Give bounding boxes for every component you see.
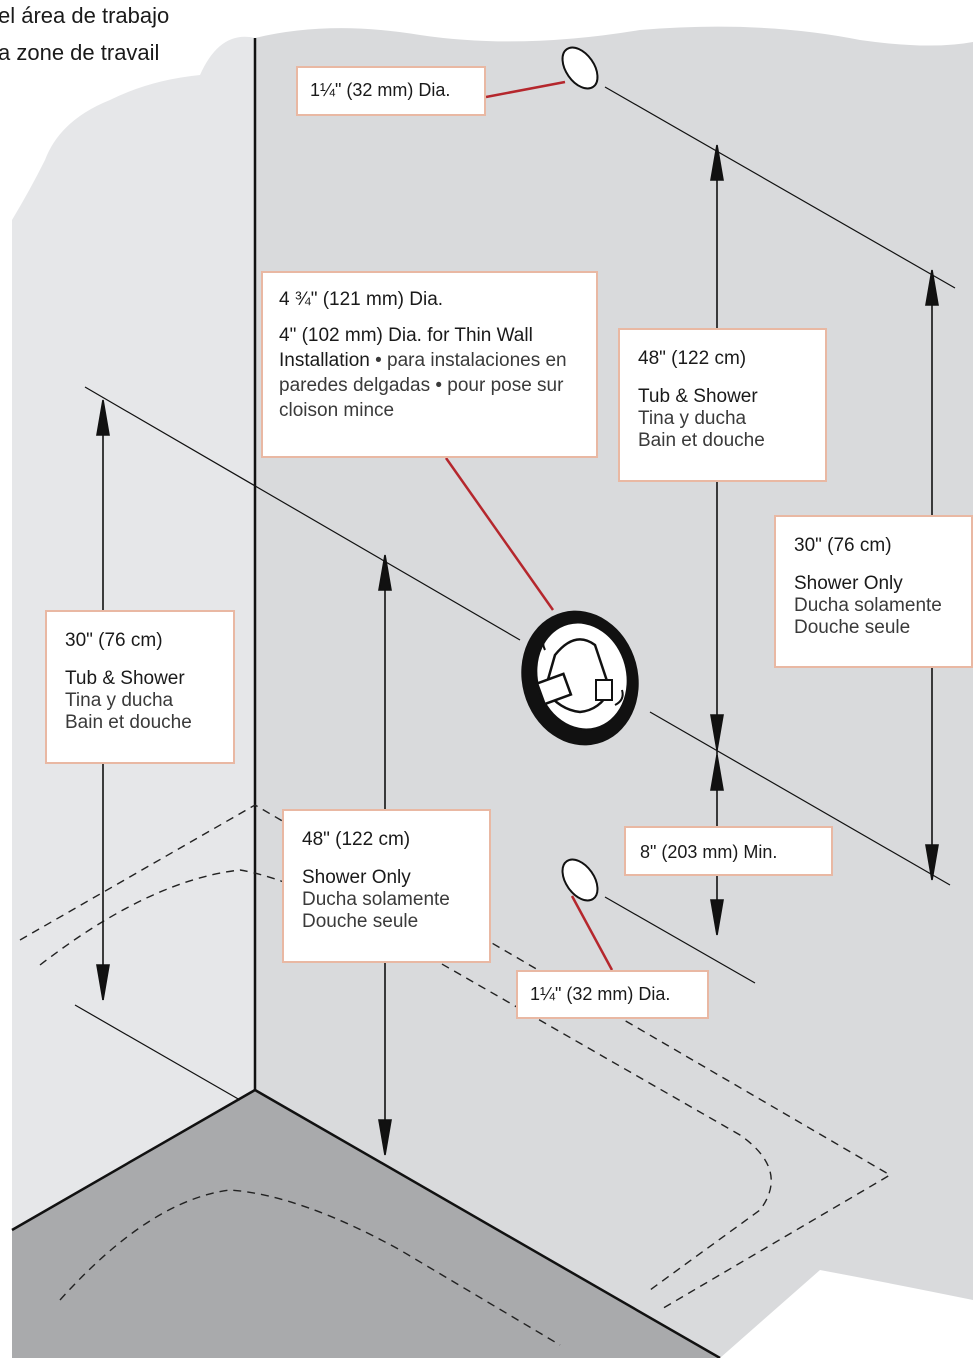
leader-lines <box>444 80 614 971</box>
top-pipe-callout: 1¼" (32 mm) Dia. <box>296 66 486 116</box>
valve-body <box>521 610 639 746</box>
shower-only-30-callout: 30" (76 cm) Shower Only Ducha solamente … <box>774 515 973 668</box>
shower-only-en: Shower Only <box>794 573 903 594</box>
tub-shower-30-callout: 30" (76 cm) Tub & Shower Tina y ducha Ba… <box>45 610 235 764</box>
shower-only-es: Ducha solamente <box>794 595 942 616</box>
tub-shower-en: Tub & Shower <box>638 386 758 407</box>
valve-diameter-label: 4 ¾" (121 mm) Dia. <box>279 289 444 310</box>
floor-edge-right <box>254 1088 721 1358</box>
shower-only-fr: Douche seule <box>794 617 911 638</box>
min-8-callout: 8" (203 mm) Min. <box>624 826 833 876</box>
dimension-48-mid-label: 48" (122 cm) <box>302 829 411 850</box>
reference-lines <box>74 86 956 1101</box>
dimension-30-left-label: 30" (76 cm) <box>65 630 163 651</box>
thin-wall-note: 4" (102 mm) Dia. for Thin Wall Installat… <box>279 323 584 423</box>
bottom-pipe-opening <box>561 858 599 902</box>
tub-shower-left-fr: Bain et douche <box>65 712 192 733</box>
shower-only-48-callout: 48" (122 cm) Shower Only Ducha solamente… <box>282 809 491 963</box>
top-pipe-label: 1¼" (32 mm) Dia. <box>310 80 451 100</box>
dimension-48-label: 48" (122 cm) <box>638 348 747 369</box>
bottom-pipe-label: 1¼" (32 mm) Dia. <box>530 984 671 1004</box>
tub-shower-fr: Bain et douche <box>638 430 765 451</box>
heading-french: a zone de travail <box>0 40 160 65</box>
floor-edge-left <box>11 1088 256 1232</box>
bottom-pipe-callout: 1¼" (32 mm) Dia. <box>516 970 709 1019</box>
tub-shower-48-callout: 48" (122 cm) Tub & Shower Tina y ducha B… <box>618 328 827 482</box>
floor <box>12 1090 720 1358</box>
thin-wall-translation: • para instalaciones en paredes delgadas… <box>279 350 567 421</box>
tub-outline-dashed <box>19 804 892 1346</box>
shower-only-mid-es: Ducha solamente <box>302 889 450 910</box>
tub-shower-es: Tina y ducha <box>638 408 747 429</box>
valve-callout: 4 ¾" (121 mm) Dia. 4" (102 mm) Dia. for … <box>261 271 598 458</box>
heading-spanish: el área de trabajo <box>0 3 170 28</box>
tub-shower-left-en: Tub & Shower <box>65 668 185 689</box>
shower-only-mid-fr: Douche seule <box>302 911 419 932</box>
dimension-30-label: 30" (76 cm) <box>794 535 892 556</box>
min-8-label: 8" (203 mm) Min. <box>640 842 778 862</box>
tub-shower-left-es: Tina y ducha <box>65 690 174 711</box>
thin-wall-label: 4" (102 mm) Dia. for Thin Wall Installat… <box>279 325 533 371</box>
top-pipe-opening <box>561 46 599 90</box>
shower-only-mid-en: Shower Only <box>302 867 411 888</box>
